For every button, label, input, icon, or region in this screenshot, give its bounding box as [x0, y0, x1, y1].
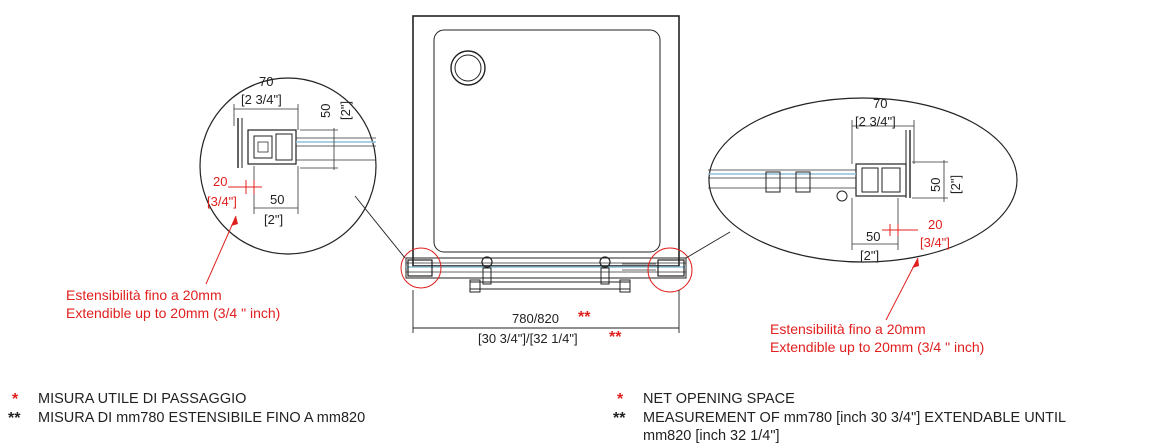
left-dim-side-inch: [2"] — [338, 101, 353, 120]
right-dim-bottom: 50 — [866, 229, 880, 244]
width-label: 780/820 — [512, 311, 559, 326]
right-detail-circle — [708, 97, 1018, 263]
width-dimension — [412, 290, 680, 333]
legend-en-star2: ** — [613, 410, 626, 427]
legend-it-line2: MISURA DI mm780 ESTENSIBILE FINO A mm820 — [38, 410, 365, 426]
roller-left — [481, 256, 493, 268]
right-note-en: Extendible up to 20mm (3/4 " inch) — [770, 339, 984, 355]
legend-en-line1: NET OPENING SPACE — [643, 391, 795, 407]
right-detail-view — [708, 97, 1018, 263]
legend-italian: * MISURA UTILE DI PASSAGGIO ** MISURA DI… — [8, 391, 365, 427]
left-dim-ext-inch: [3/4"] — [207, 194, 237, 209]
drain-outer — [450, 50, 486, 86]
right-dim-ext: 20 — [928, 217, 942, 232]
left-note-en: Extendible up to 20mm (3/4 " inch) — [66, 305, 280, 321]
left-dim-bottom: 50 — [270, 192, 284, 207]
width-inch-mark: ** — [609, 329, 622, 346]
right-dim-side: 50 — [928, 178, 943, 192]
roller-right — [599, 256, 611, 268]
detail-marker-left — [400, 247, 442, 289]
left-note-it: Estensibilità fino a 20mm — [66, 287, 222, 303]
shower-tray — [412, 15, 680, 267]
legend-it-line1: MISURA UTILE DI PASSAGGIO — [38, 391, 246, 407]
detail-marker-right — [647, 247, 693, 293]
left-dim-bottom-inch: [2"] — [264, 212, 283, 227]
legend-english: * NET OPENING SPACE ** MEASUREMENT OF mm… — [613, 391, 1066, 444]
left-detail-circle — [199, 77, 377, 255]
left-detail-view — [199, 77, 377, 255]
legend-en-line2b: mm820 [inch 32 1/4"] — [643, 428, 780, 444]
legend-en-star1: * — [617, 391, 624, 408]
left-dim-side: 50 — [318, 104, 333, 118]
left-dim-top: 70 — [259, 74, 273, 89]
legend-it-star2: ** — [8, 410, 21, 427]
right-dim-top: 70 — [873, 96, 887, 111]
width-mark: ** — [578, 309, 591, 326]
left-dim-top-inch: [2 3/4"] — [241, 92, 282, 107]
legend-en-line2a: MEASUREMENT OF mm780 [inch 30 3/4"] EXTE… — [643, 410, 1066, 426]
right-note-it: Estensibilità fino a 20mm — [770, 321, 926, 337]
right-dim-side-inch: [2"] — [948, 175, 963, 194]
left-dim-ext: 20 — [213, 174, 227, 189]
right-dim-bottom-inch: [2"] — [860, 248, 879, 263]
width-inch-label: [30 3/4"]/[32 1/4"] — [478, 331, 578, 346]
right-dim-ext-inch: [3/4"] — [920, 235, 950, 250]
sliding-door-rails — [405, 256, 687, 293]
drain-inner — [454, 54, 482, 82]
right-dim-top-inch: [2 3/4"] — [855, 114, 896, 129]
legend-it-star1: * — [12, 391, 19, 408]
